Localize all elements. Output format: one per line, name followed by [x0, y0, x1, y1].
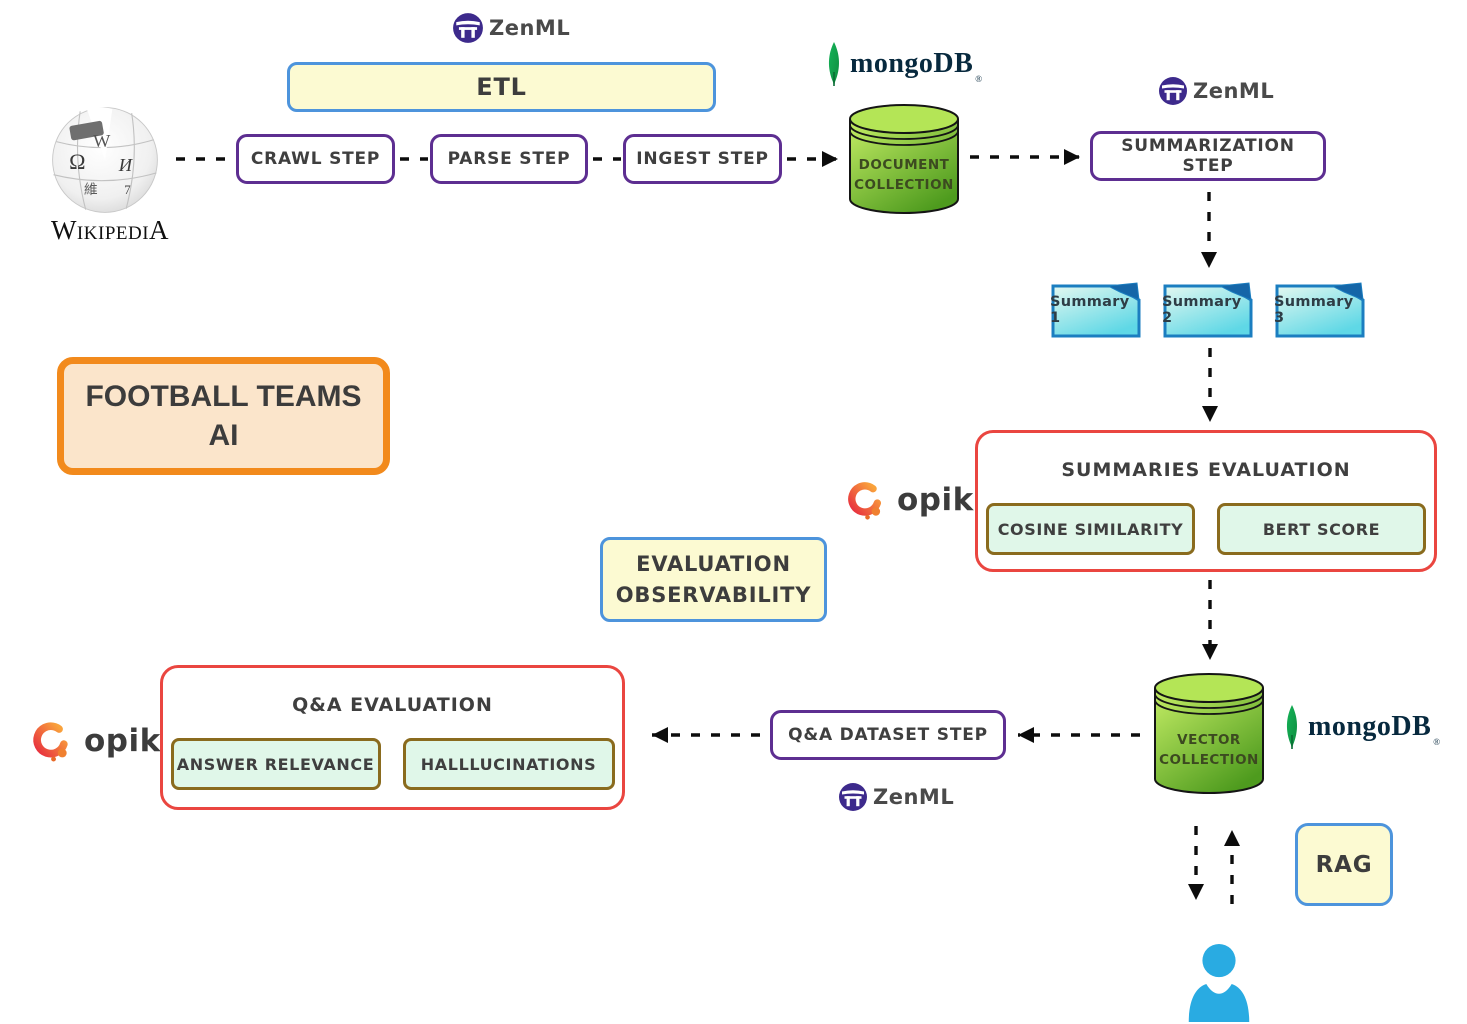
wikipedia-logo: Ω W И 維 7 WikipediA	[45, 103, 169, 245]
parse-step-label: PARSE STEP	[447, 149, 571, 169]
file-icon	[1051, 282, 1141, 338]
evaluation-observability-line1: EVALUATION	[636, 552, 791, 577]
summaries-metric-row: COSINE SIMILARITY BERT SCORE	[986, 503, 1426, 555]
opik-icon	[848, 482, 882, 520]
project-title-line1: FOOTBALL TEAMS	[85, 380, 362, 413]
qa-evaluation-title: Q&A EVALUATION	[292, 694, 493, 716]
summarization-step-box: SUMMARIZATION STEP	[1090, 131, 1326, 181]
svg-text:維: 維	[84, 182, 98, 197]
mongodb-registered-mark: ®	[975, 74, 983, 84]
summary-1-label: Summary 1	[1050, 294, 1130, 326]
zenml-logo: ZenML	[1158, 76, 1274, 106]
project-title-box: FOOTBALL TEAMS AI	[57, 357, 390, 475]
qa-dataset-step-label: Q&A DATASET STEP	[788, 725, 988, 745]
opik-icon	[33, 722, 69, 762]
answer-relevance-box: ANSWER RELEVANCE	[170, 738, 381, 790]
summaries-evaluation-container: SUMMARIES EVALUATION COSINE SIMILARITY B…	[975, 430, 1437, 572]
project-title-line2: AI	[208, 419, 239, 452]
svg-text:И: И	[118, 155, 134, 175]
wikipedia-wordmark: WikipediA	[50, 215, 170, 245]
zenml-logo: ZenML	[452, 12, 570, 44]
crawl-step-box: CRAWL STEP	[236, 134, 395, 184]
document-collection-db: DOCUMENT COLLECTION	[848, 103, 960, 215]
person-icon	[1188, 943, 1250, 1022]
crawl-step-label: CRAWL STEP	[250, 149, 381, 169]
summary-3-label: Summary 3	[1274, 294, 1354, 326]
mongodb-logo-bottom: mongoDB ®	[1282, 703, 1440, 751]
qa-evaluation-container: Q&A EVALUATION ANSWER RELEVANCE HALLLUCI…	[160, 665, 625, 810]
summary-1-file: Summary 1	[1050, 281, 1142, 339]
cosine-similarity-box: COSINE SIMILARITY	[986, 503, 1195, 555]
zenml-wordmark: ZenML	[873, 785, 955, 809]
file-icon	[1275, 282, 1365, 338]
mongodb-wordmark: mongoDB	[850, 48, 974, 79]
summarization-step-label: SUMMARIZATION STEP	[1121, 136, 1295, 176]
zenml-wordmark: ZenML	[489, 16, 571, 40]
user-person-icon	[1184, 942, 1254, 1022]
zenml-wordmark: ZenML	[1193, 79, 1275, 103]
mongodb-leaf-icon	[828, 42, 840, 86]
summary-2-label: Summary 2	[1162, 294, 1242, 326]
mongodb-wordmark: mongoDB	[1308, 711, 1432, 742]
parse-step-box: PARSE STEP	[430, 134, 588, 184]
ingest-step-label: INGEST STEP	[636, 149, 769, 169]
summary-3-file: Summary 3	[1274, 281, 1366, 339]
evaluation-observability-line2: OBSERVABILITY	[615, 582, 812, 607]
qa-metric-row: ANSWER RELEVANCE HALLLUCINATIONS	[170, 738, 615, 790]
opik-wordmark: opik	[897, 482, 974, 518]
etl-label: ETL	[476, 73, 527, 101]
mongodb-leaf-icon	[1286, 705, 1298, 749]
zenml-icon	[453, 13, 483, 43]
summary-2-file: Summary 2	[1162, 281, 1254, 339]
zenml-icon	[1159, 77, 1187, 105]
wikipedia-globe-icon: Ω W И 維 7	[52, 107, 158, 213]
svg-text:W: W	[93, 131, 111, 151]
document-collection-label: DOCUMENT COLLECTION	[854, 157, 954, 194]
rag-label: RAG	[1315, 851, 1373, 878]
summaries-evaluation-title: SUMMARIES EVALUATION	[1061, 459, 1351, 481]
mongodb-logo-top: mongoDB ®	[824, 40, 982, 88]
qa-dataset-step-box: Q&A DATASET STEP	[770, 710, 1006, 760]
mongodb-registered-mark: ®	[1433, 737, 1441, 747]
rag-box: RAG	[1295, 823, 1393, 906]
ingest-step-box: INGEST STEP	[623, 134, 782, 184]
zenml-logo: ZenML	[838, 782, 954, 812]
hallucinations-box: HALLLUCINATIONS	[402, 738, 615, 790]
etl-box: ETL	[287, 62, 716, 112]
vector-collection-db: VECTOR COLLECTION	[1153, 672, 1265, 795]
svg-text:Ω: Ω	[69, 149, 85, 174]
bert-score-box: BERT SCORE	[1217, 503, 1426, 555]
evaluation-observability-box: EVALUATION OBSERVABILITY	[600, 537, 827, 622]
vector-collection-label: VECTOR COLLECTION	[1159, 732, 1259, 769]
opik-logo: opik	[30, 718, 161, 764]
zenml-icon	[839, 783, 867, 811]
svg-text:7: 7	[124, 183, 131, 197]
database-cylinder-icon	[849, 104, 959, 214]
database-cylinder-icon	[1154, 673, 1264, 794]
opik-logo: opik	[845, 478, 974, 522]
opik-wordmark: opik	[84, 723, 161, 759]
file-icon	[1163, 282, 1253, 338]
